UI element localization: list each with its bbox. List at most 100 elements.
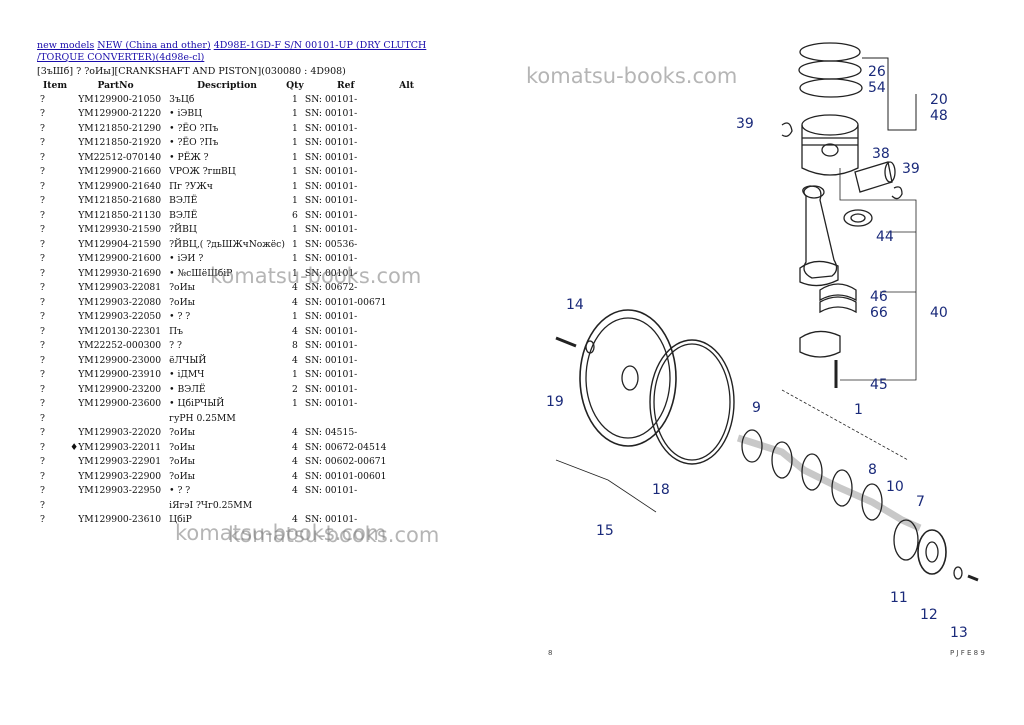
col-alt: Alt xyxy=(399,79,414,91)
row-description: ?оИы xyxy=(169,296,195,308)
row-alt xyxy=(387,484,427,499)
breadcrumb-category-link[interactable]: NEW (China and other) xyxy=(97,40,211,51)
breadcrumb-model-link[interactable]: 4D98E-1GD-F S/N 00101-UP (DRY CLUTCH /TO… xyxy=(37,40,427,63)
row-item: ? xyxy=(40,485,45,497)
row-description: VРОЖ ?гшВЦ xyxy=(169,166,236,178)
row-partno: YM129903-22081 xyxy=(78,282,162,294)
row-alt xyxy=(387,237,427,252)
row-item: ? xyxy=(40,180,45,192)
row-qty: 4 xyxy=(291,354,298,366)
row-description: ?оИы xyxy=(169,456,195,468)
row-partno: YM129903-22080 xyxy=(78,296,162,308)
row-ref: SN: 00101- xyxy=(304,180,358,192)
table-header: Item PartNo Description Qty Ref Alt xyxy=(34,78,427,92)
col-qty: Qty xyxy=(286,79,304,91)
row-partno: YM129903-22950 xyxy=(78,485,162,497)
row-description: • ?ЁО ?Пъ xyxy=(169,137,219,149)
table-row: ?гуРН 0.25ММ xyxy=(34,411,427,426)
row-qty: 4 xyxy=(291,427,298,439)
row-qty: 4 xyxy=(291,282,298,294)
row-description: ?оИы xyxy=(169,441,195,453)
callout-39b: 39 xyxy=(902,161,920,177)
row-qty: 1 xyxy=(291,238,298,250)
row-partno: YM129900-23600 xyxy=(78,398,162,410)
row-ref: SN: 00672- xyxy=(304,282,358,294)
row-qty: 1 xyxy=(291,122,298,134)
row-alt xyxy=(387,223,427,238)
row-alt xyxy=(387,339,427,354)
row-ref xyxy=(305,411,387,426)
callout-13: 13 xyxy=(950,625,968,641)
row-ref: SN: 00101- xyxy=(304,166,358,178)
snap-ring xyxy=(781,122,793,137)
row-qty: 1 xyxy=(291,224,298,236)
row-alt xyxy=(387,411,427,426)
row-item: ? xyxy=(40,296,45,308)
row-alt xyxy=(387,353,427,368)
row-qty: 4 xyxy=(291,485,298,497)
row-qty: 1 xyxy=(291,180,298,192)
row-partno: YM129930-21590 xyxy=(78,224,162,236)
row-partno: YM129900-23200 xyxy=(78,383,162,395)
row-ref: SN: 00101- xyxy=(304,485,358,497)
row-partno: YM129900-23000 xyxy=(78,354,162,366)
row-qty: 4 xyxy=(291,296,298,308)
row-qty: 1 xyxy=(291,253,298,265)
bearing-shell xyxy=(819,296,857,314)
row-item: ? xyxy=(40,108,45,120)
row-ref: SN: 00101- xyxy=(304,340,358,352)
row-ref: SN: 00101- xyxy=(304,253,358,265)
row-ref: SN: 00101-00671 xyxy=(304,296,387,308)
row-alt xyxy=(387,107,427,122)
row-item: ? xyxy=(40,514,45,526)
bushing xyxy=(843,209,873,227)
row-qty: 1 xyxy=(291,311,298,323)
row-partno xyxy=(70,411,165,426)
row-partno: ♦YM129903-22011 xyxy=(70,441,162,453)
row-ref: SN: 00672-04514 xyxy=(304,441,387,453)
row-item: ? xyxy=(40,427,45,439)
row-partno: YM121850-21130 xyxy=(78,209,162,221)
callout-10: 10 xyxy=(886,479,904,495)
breadcrumb-root-link[interactable]: new models xyxy=(37,40,95,51)
row-description: Пг ?УЖч xyxy=(169,180,213,192)
row-alt xyxy=(387,324,427,339)
piston-ring xyxy=(799,78,863,98)
callout-7: 7 xyxy=(916,494,925,510)
row-description: ?ЙВЦ,( ?дьШЖчNожёс) xyxy=(169,238,285,250)
connecting-rod xyxy=(802,185,838,279)
row-ref: SN: 00101- xyxy=(304,137,358,149)
row-description: ?оИы xyxy=(169,470,195,482)
row-description: ВЭЛЁ xyxy=(169,195,198,207)
callout-48: 48 xyxy=(930,108,948,124)
row-item: ? xyxy=(40,137,45,149)
callout-11: 11 xyxy=(890,590,908,606)
row-partno: YM129900-23610 xyxy=(78,514,162,526)
row-qty: 4 xyxy=(291,514,298,526)
row-description: гуРН 0.25ММ xyxy=(169,412,236,424)
row-qty: 4 xyxy=(291,325,298,337)
row-qty: 1 xyxy=(291,151,298,163)
callout-66: 66 xyxy=(870,305,888,321)
row-qty: 1 xyxy=(291,195,298,207)
row-item: ? xyxy=(40,441,45,453)
row-item: ? xyxy=(40,253,45,265)
row-qty: 1 xyxy=(291,108,298,120)
crankshaft xyxy=(741,429,763,463)
row-item: ? xyxy=(40,282,45,294)
row-alt xyxy=(387,455,427,470)
page-code-right: P J F E 8 9 xyxy=(950,649,985,657)
row-item: ? xyxy=(40,224,45,236)
piston-ring xyxy=(798,60,862,80)
row-alt xyxy=(387,295,427,310)
